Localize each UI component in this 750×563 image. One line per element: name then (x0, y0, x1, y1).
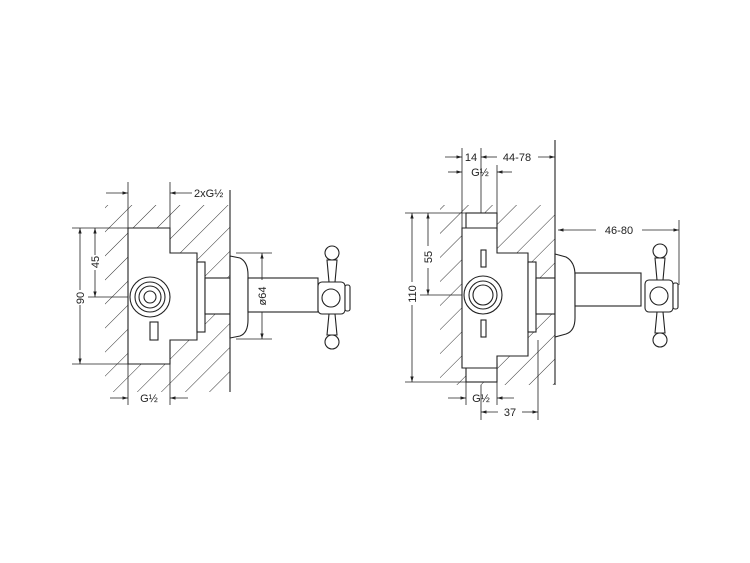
escutcheon (554, 253, 576, 338)
dimension-depth-44-78: 44-78 (481, 152, 555, 164)
dimension-half-height-45: 45 (88, 228, 128, 298)
dimension-top-G-half: G½ (448, 165, 512, 213)
dimension-projection-46-80: 46-80 (558, 220, 680, 285)
dimension-height-90: 90 (72, 227, 128, 365)
dimension-label: 46-80 (605, 225, 633, 237)
cross-handle (644, 243, 679, 348)
body-flange (527, 261, 537, 333)
dimension-label: ø64 (257, 287, 269, 306)
left-view: 2xG½ 90 45 ø64 G½ (72, 182, 351, 405)
escutcheon (229, 255, 249, 339)
inner-sleeve (535, 277, 556, 315)
cross-handle (317, 245, 351, 350)
dimension-label: 55 (423, 251, 435, 263)
dimension-2xG-half: 2xG½ (106, 182, 223, 228)
slot (480, 249, 487, 268)
stem (574, 272, 642, 307)
dimension-top-14: 14 (445, 148, 482, 228)
slot (149, 321, 159, 341)
dimension-diameter-64: ø64 (236, 252, 272, 340)
dimension-label: 2xG½ (194, 188, 223, 200)
dimension-label: 37 (504, 407, 516, 419)
inlet-port (129, 276, 171, 318)
dimension-half-height-55: 55 (420, 213, 462, 296)
dimension-label: 110 (407, 285, 419, 303)
inlet-port (463, 275, 503, 315)
dimension-label: 14 (465, 152, 477, 164)
stem (247, 277, 319, 313)
right-view: 14 44-78 G½ 46-80 110 (405, 140, 680, 420)
dimension-label: G½ (140, 393, 158, 405)
body-flange (196, 261, 206, 333)
dimension-bottom-depth-37: 37 (480, 340, 539, 420)
dimension-label: G½ (471, 167, 489, 179)
dimension-height-110: 110 (405, 212, 466, 383)
dimension-bottom-G-half: G½ (110, 364, 188, 405)
dimension-label: 45 (90, 256, 102, 268)
dimension-label: 44-78 (503, 152, 531, 164)
slot (480, 319, 487, 338)
dimension-label: 90 (75, 292, 87, 304)
inner-sleeve (204, 277, 231, 315)
